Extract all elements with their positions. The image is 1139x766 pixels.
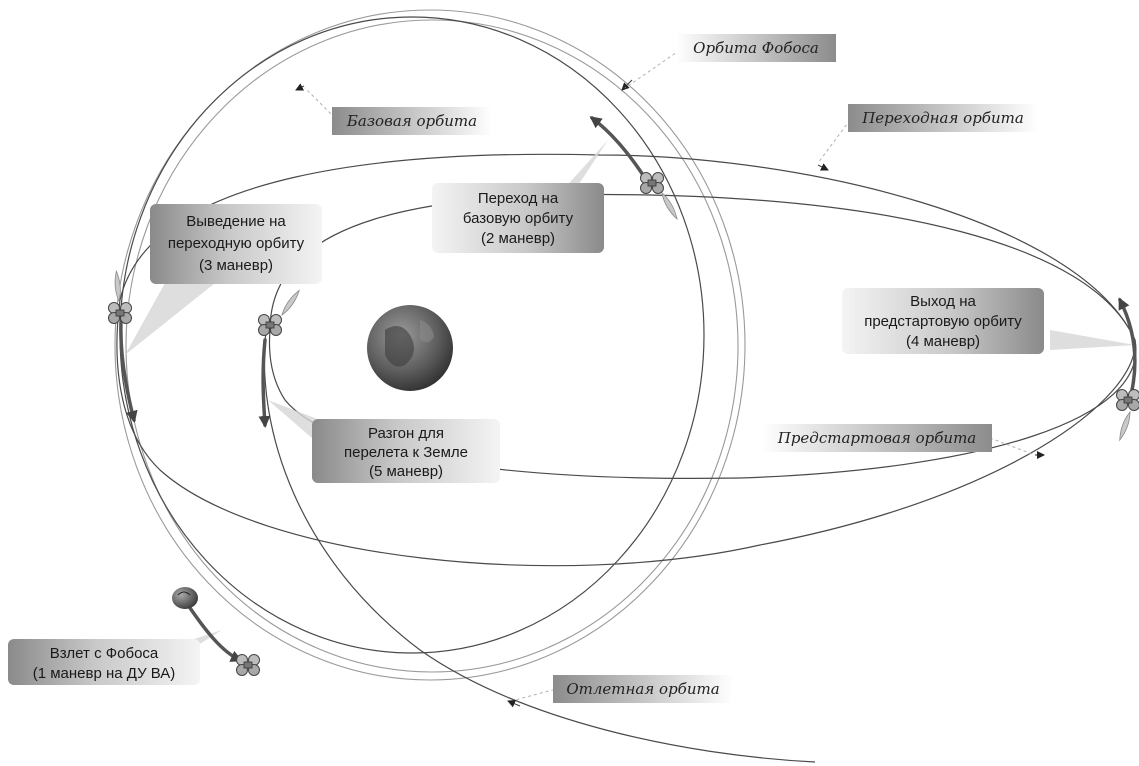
svg-text:(1 маневр на ДУ ВА): (1 маневр на ДУ ВА) <box>33 665 176 682</box>
maneuver-4-callout: Выход на предстартовую орбиту (4 маневр) <box>842 288 1044 354</box>
departure-orbit-label: Отлетная орбита <box>553 675 733 703</box>
svg-text:Разгон для: Разгон для <box>368 425 444 442</box>
departure-orbit <box>263 329 816 763</box>
label-leaders <box>304 49 1036 701</box>
svg-text:(4 маневр): (4 маневр) <box>906 333 980 350</box>
maneuver-5-callout: Разгон для перелета к Земле (5 маневр) <box>312 419 500 483</box>
svg-text:(3 маневр): (3 маневр) <box>199 257 273 274</box>
phobos-orbit-label: Орбита Фобоса <box>676 34 836 62</box>
svg-text:перелета к Земле: перелета к Земле <box>344 444 468 461</box>
phobos-orbit <box>114 9 746 681</box>
svg-text:(5 маневр): (5 маневр) <box>369 463 443 480</box>
svg-text:Переходная орбита: Переходная орбита <box>861 109 1024 127</box>
svg-text:переходную орбиту: переходную орбиту <box>168 235 305 252</box>
spacecraft-icon <box>236 654 260 676</box>
svg-text:базовую орбиту: базовую орбиту <box>463 210 574 227</box>
maneuver-2-callout: Переход на базовую орбиту (2 маневр) <box>432 183 604 253</box>
base-orbit-label: Базовая орбита <box>332 107 492 135</box>
maneuver-1-callout: Взлет с Фобоса (1 маневр на ДУ ВА) <box>8 639 200 685</box>
svg-text:Взлет с Фобоса: Взлет с Фобоса <box>50 645 159 662</box>
prelaunch-orbit-label: Предстартовая орбита <box>762 424 992 452</box>
svg-text:Орбита Фобоса: Орбита Фобоса <box>693 39 819 57</box>
svg-text:Отлетная орбита: Отлетная орбита <box>566 680 719 698</box>
svg-text:(2 маневр): (2 маневр) <box>481 230 555 247</box>
svg-text:Выход на: Выход на <box>910 293 976 310</box>
svg-text:Базовая орбита: Базовая орбита <box>346 112 477 130</box>
mars-icon <box>367 305 453 391</box>
svg-text:Переход на: Переход на <box>478 190 559 207</box>
spacecraft-icon <box>640 172 680 221</box>
svg-text:Выведение на: Выведение на <box>186 213 286 230</box>
transfer-orbit <box>116 153 1136 567</box>
burn-arrows <box>119 116 1137 662</box>
svg-text:предстартовую орбиту: предстартовую орбиту <box>864 313 1022 330</box>
transfer-orbit-label: Переходная орбита <box>848 104 1038 132</box>
maneuver-3-callout: Выведение на переходную орбиту (3 маневр… <box>150 204 322 284</box>
spacecraft-icon <box>258 288 302 336</box>
svg-text:Предстартовая орбита: Предстартовая орбита <box>777 429 976 447</box>
phobos-orbit-arrow <box>621 79 633 91</box>
phobos-icon <box>172 587 198 609</box>
spacecraft-icon <box>108 270 132 324</box>
spacecraft-icon <box>1116 389 1139 442</box>
